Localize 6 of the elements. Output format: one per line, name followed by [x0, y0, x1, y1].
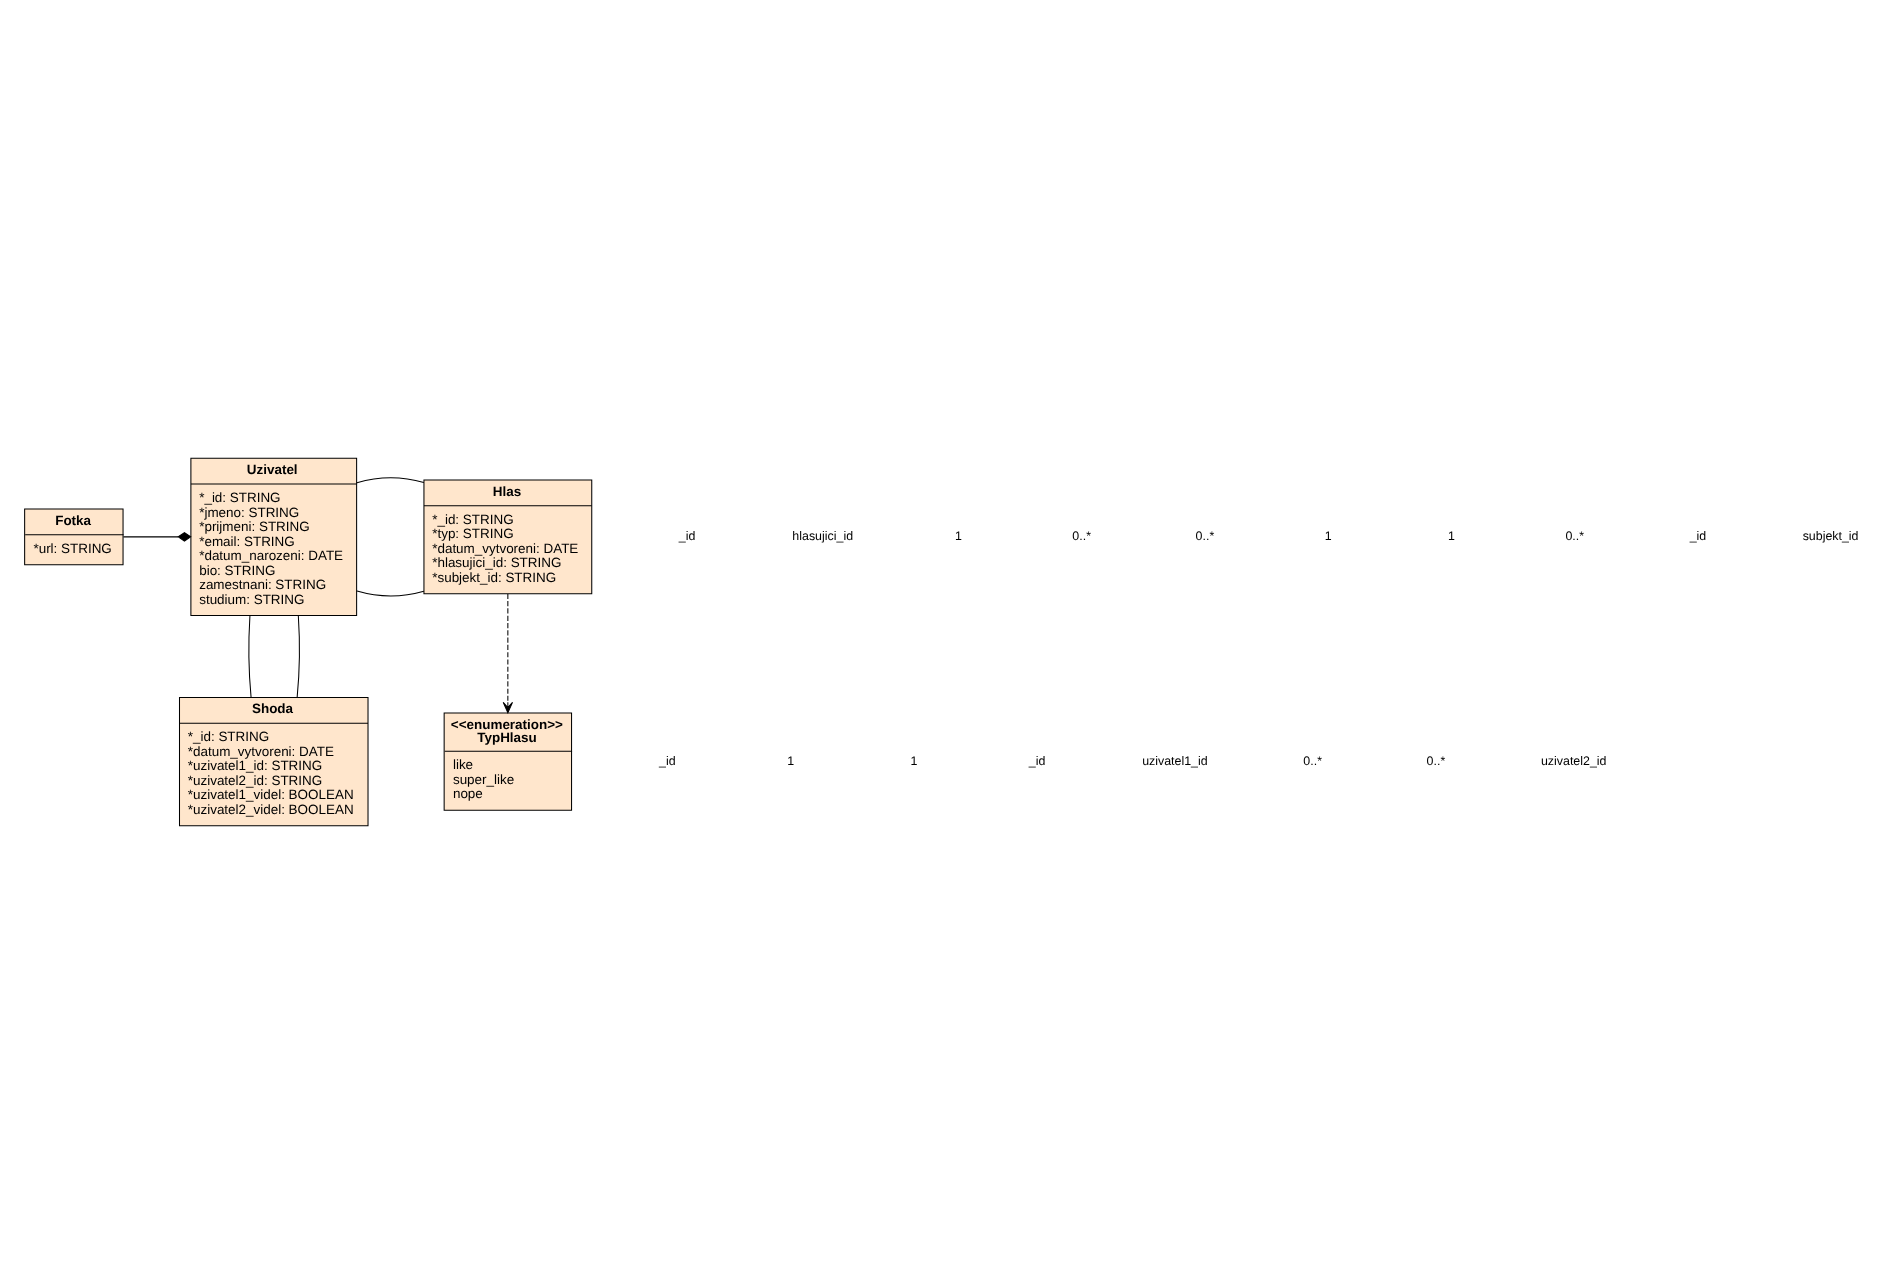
connector: [355, 477, 424, 484]
connector: [295, 615, 299, 698]
connector: [121, 532, 191, 542]
connector: [247, 615, 251, 698]
connector: [355, 590, 424, 597]
arrow: [501, 593, 513, 714]
